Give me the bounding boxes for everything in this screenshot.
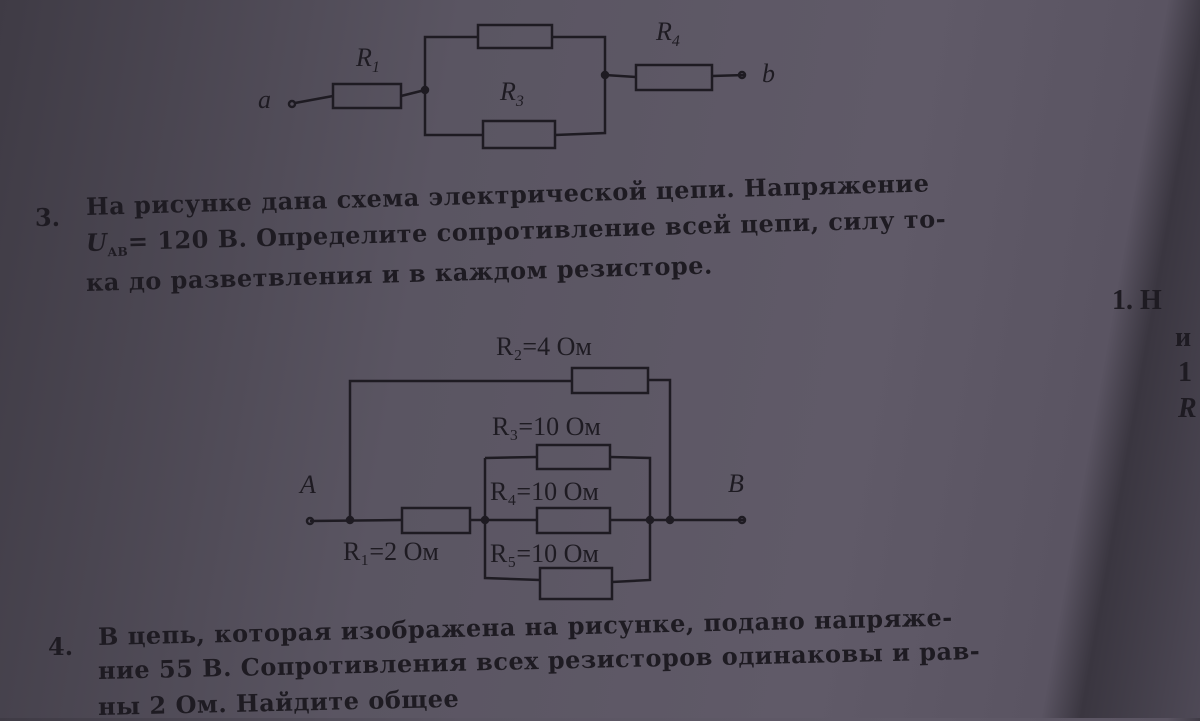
resistor-r3 xyxy=(535,443,612,471)
svg-text:b: b xyxy=(762,59,775,88)
resistor-r4-top xyxy=(634,63,714,92)
top-circuit xyxy=(287,23,747,150)
svg-text:R3: R3 xyxy=(499,77,524,110)
r1-label: R₁=2 Ом xyxy=(343,537,439,566)
r3-label: R₃=10 Ом xyxy=(492,412,601,441)
resistor-r2-top xyxy=(476,23,554,50)
terminal-a-label: A xyxy=(298,470,316,499)
svg-text:R4: R4 xyxy=(655,17,680,50)
right-page-line-3: 1 xyxy=(1178,357,1192,388)
svg-text:R1: R1 xyxy=(355,43,380,76)
problem-4-number: 4. xyxy=(48,632,74,661)
svg-text:a: a xyxy=(258,85,271,114)
resistor-r5 xyxy=(538,566,614,601)
right-page-line-4: R xyxy=(1178,393,1197,424)
terminal-b-label: B xyxy=(728,469,744,498)
r2-label: R₂=4 Ом xyxy=(496,332,592,361)
resistor-r1 xyxy=(400,506,472,535)
resistor-r4 xyxy=(535,506,612,535)
r4-label: R₄=10 Ом xyxy=(490,477,599,506)
resistor-r2 xyxy=(570,366,650,395)
right-page-line-1: 1. Н xyxy=(1112,285,1162,316)
main-circuit xyxy=(305,366,747,601)
r5-label: R₅=10 Ом xyxy=(490,539,599,568)
right-page-line-2: и xyxy=(1175,322,1192,353)
problem-3-number: 3. xyxy=(35,203,61,232)
resistor-r1-top xyxy=(331,82,403,110)
resistor-r3-top xyxy=(481,119,557,150)
